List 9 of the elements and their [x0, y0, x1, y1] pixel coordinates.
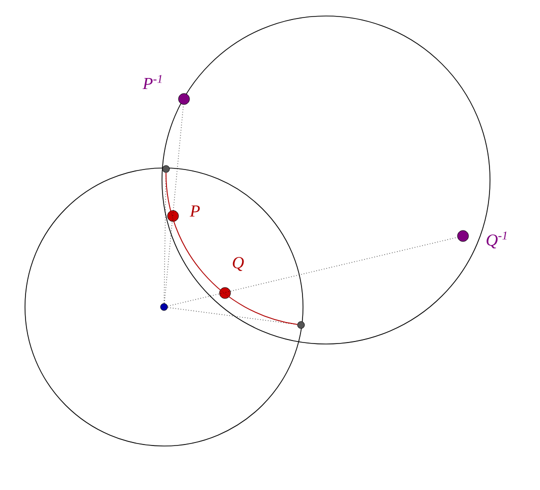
point	[162, 165, 170, 173]
point-label: P$^{-1}$	[142, 74, 162, 90]
point	[297, 321, 305, 329]
point-label: Q$^{-1}$	[486, 232, 507, 248]
dotted-line	[167, 237, 458, 306]
point-label: P	[190, 205, 200, 217]
point-label: Q	[232, 257, 244, 271]
arc-curve	[166, 172, 298, 325]
point	[160, 303, 168, 311]
